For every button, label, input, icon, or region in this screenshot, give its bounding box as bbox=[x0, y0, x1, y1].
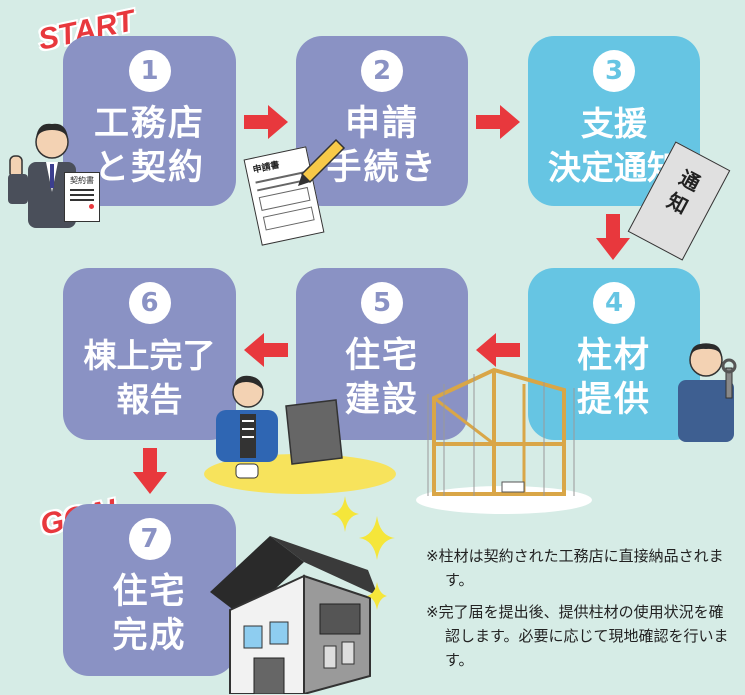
step-1-line-2: と契約 bbox=[93, 148, 205, 188]
arrow-right-1-2 bbox=[244, 105, 288, 139]
step-4-box: 4 柱材提供 bbox=[528, 268, 700, 440]
house-frame-illustration bbox=[416, 367, 592, 514]
step-1-number: 1 bbox=[128, 50, 171, 92]
step-4-line-2: 提供 bbox=[576, 380, 651, 420]
step-7-line-2: 完成 bbox=[112, 616, 187, 656]
contract-document-label: 契約書 bbox=[70, 176, 94, 185]
step-6-line-1: 棟上完了 bbox=[83, 336, 216, 375]
step-5-number: 5 bbox=[361, 282, 403, 324]
completed-house-illustration bbox=[210, 536, 378, 694]
step-5-line-1: 住宅 bbox=[344, 336, 419, 376]
notes-section: ※柱材は契約された工務店に直接納品されます。 ※完了届を提出後、提供柱材の使用状… bbox=[426, 544, 736, 680]
arrow-down-3-4 bbox=[596, 214, 630, 260]
step-2-number: 2 bbox=[361, 50, 403, 92]
arrow-down-6-7 bbox=[133, 448, 167, 494]
step-5-line-2: 建設 bbox=[344, 380, 419, 420]
step-2-line-1: 申請 bbox=[344, 104, 419, 144]
step-4-number: 4 bbox=[593, 282, 635, 324]
step-7-line-1: 住宅 bbox=[112, 572, 187, 612]
arrow-left-4-5 bbox=[476, 333, 520, 367]
step-4-line-1: 柱材 bbox=[576, 336, 651, 376]
worker-illustration bbox=[678, 343, 737, 442]
step-2-box: 2 申請手続き bbox=[296, 36, 468, 206]
pen-icon bbox=[298, 138, 346, 186]
arrow-right-2-3 bbox=[476, 105, 520, 139]
step-3-number: 3 bbox=[593, 50, 635, 92]
step-1-line-1: 工務店 bbox=[93, 104, 205, 144]
step-7-number: 7 bbox=[128, 518, 171, 560]
step-2-line-2: 手続き bbox=[326, 148, 438, 188]
arrow-left-5-6 bbox=[244, 333, 288, 367]
step-6-line-2: 報告 bbox=[116, 380, 183, 419]
person-laptop-illustration bbox=[204, 375, 396, 494]
note-confirmation: ※完了届を提出後、提供柱材の使用状況を確認します。必要に応じて現地確認を行います… bbox=[426, 603, 729, 669]
step-3-line-1: 支援 bbox=[581, 104, 647, 143]
contract-document: 契約書 bbox=[64, 172, 100, 222]
step-7-box: 7 住宅完成 bbox=[63, 504, 236, 676]
note-delivery: ※柱材は契約された工務店に直接納品されます。 bbox=[426, 547, 724, 589]
sparkle-icon bbox=[331, 496, 395, 610]
step-6-box: 6 棟上完了報告 bbox=[63, 268, 236, 440]
step-6-number: 6 bbox=[128, 282, 171, 324]
